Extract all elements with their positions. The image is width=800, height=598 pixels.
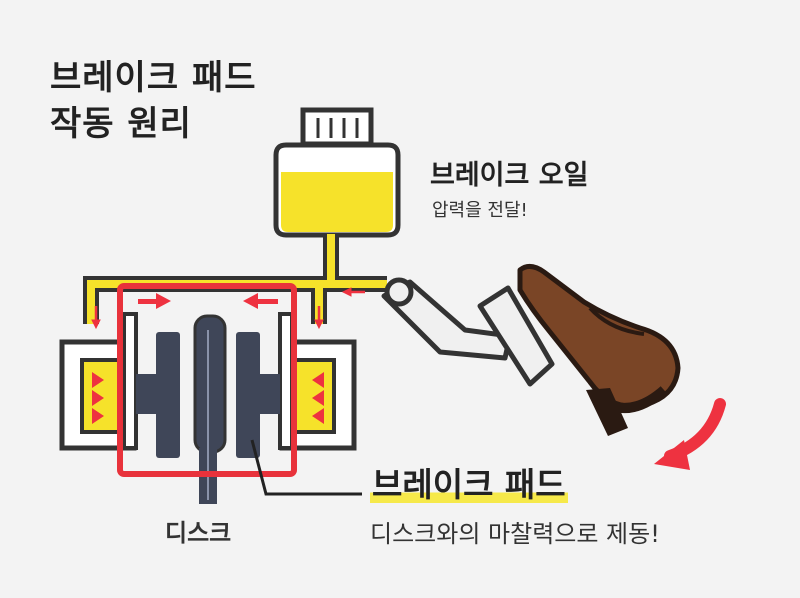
pad-sublabel: 디스크와의 마찰력으로 제동!: [370, 520, 660, 548]
disc: [193, 314, 227, 504]
title-line-1: 브레이크 패드: [50, 58, 257, 98]
disc-label: 디스크: [165, 519, 232, 547]
fluid-line: [83, 234, 387, 324]
reservoir-icon: [273, 107, 401, 238]
press-arrow-icon: [138, 293, 278, 309]
oil-label: 브레이크 오일: [430, 160, 589, 191]
shoe-icon: [517, 264, 681, 436]
pad-label: 브레이크 패드: [370, 458, 568, 506]
oil-sublabel: 압력을 전달!: [432, 200, 528, 221]
brake-pad-left: [122, 312, 180, 458]
flow-arrow-icon: [91, 287, 365, 330]
pedal-icon: [381, 277, 555, 387]
title-line-2: 작동 원리: [50, 104, 192, 144]
motion-arrow-icon: [654, 398, 726, 470]
highlight-box: [117, 283, 297, 477]
pad-label-connector: [250, 439, 362, 496]
brake-pad-right: [236, 312, 294, 458]
